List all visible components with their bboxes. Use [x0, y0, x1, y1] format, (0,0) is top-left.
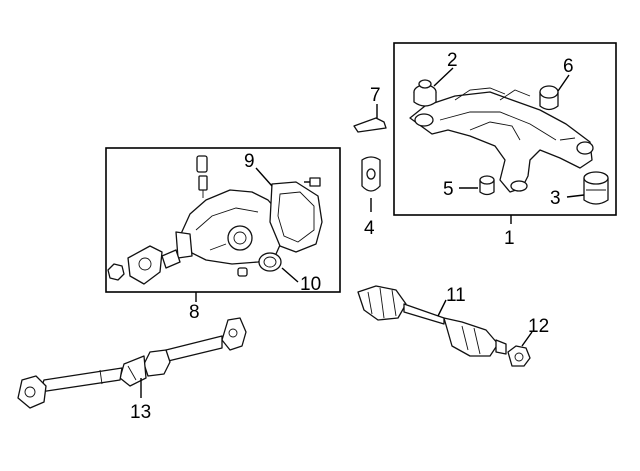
pinion-nut[interactable]	[107, 263, 125, 281]
cover-bolt[interactable]	[304, 177, 321, 187]
driveshaft-assembly[interactable]: 13	[17, 317, 247, 423]
callout-7: 7	[370, 85, 381, 106]
callout-4: 4	[364, 218, 375, 239]
subframe-assembly-group: 2 6 5 3 1	[393, 42, 617, 249]
drain-plug[interactable]	[237, 267, 248, 277]
subframe-mount[interactable]	[583, 171, 609, 205]
callout-9: 9	[244, 151, 255, 172]
subframe-bushing-front[interactable]	[413, 79, 437, 107]
callout-12: 12	[528, 316, 549, 337]
callout-2: 2	[447, 50, 458, 71]
fill-plug[interactable]	[196, 155, 208, 198]
callout-5: 5	[443, 179, 454, 200]
callout-1: 1	[504, 228, 515, 249]
callout-6: 6	[563, 56, 574, 77]
axle-nut[interactable]: 12	[507, 316, 549, 367]
callout-3: 3	[550, 188, 561, 209]
callout-11: 11	[446, 285, 466, 306]
callout-10: 10	[300, 274, 321, 295]
rear-subframe[interactable]	[409, 87, 594, 193]
bracket-7[interactable]: 7	[353, 85, 387, 133]
differential-cover[interactable]	[269, 181, 323, 253]
differential-assembly-group: 9 10 8	[105, 147, 341, 323]
subframe-bushing-upper[interactable]	[539, 85, 559, 111]
pinion-flange[interactable]	[127, 245, 181, 285]
callout-8: 8	[189, 302, 200, 323]
mount-bushing-4[interactable]: 4	[361, 156, 381, 239]
axle-shaft-assembly[interactable]: 11	[357, 285, 507, 357]
callout-13: 13	[130, 402, 151, 423]
small-bushing[interactable]	[479, 175, 495, 196]
axle-seal[interactable]	[258, 252, 282, 272]
differential-housing[interactable]	[175, 189, 285, 265]
